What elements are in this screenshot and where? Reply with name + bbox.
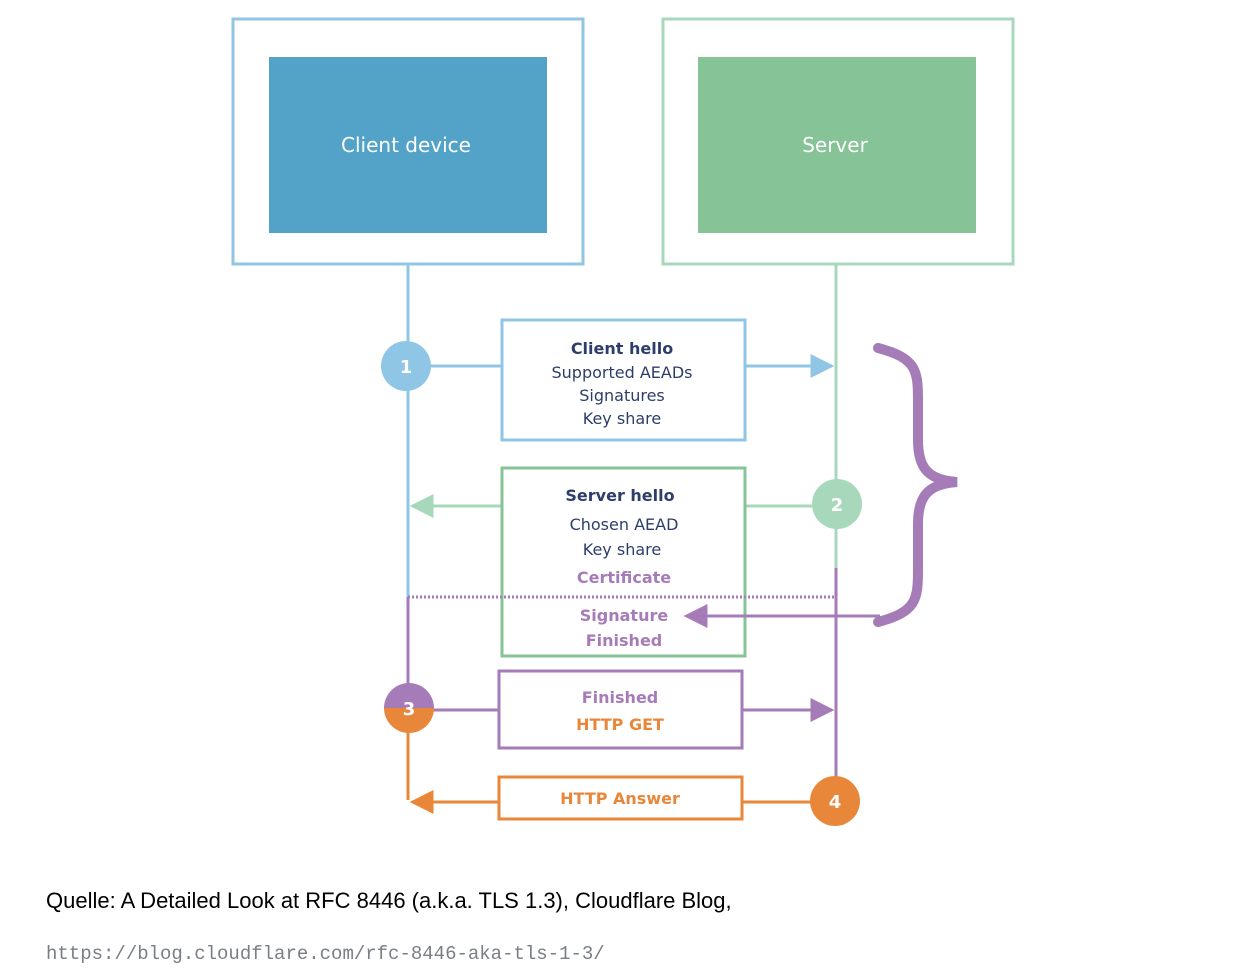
tls-handshake-diagram: Client device Server Client hello Suppor… bbox=[231, 17, 1015, 826]
client-device-box: Client device bbox=[231, 17, 585, 266]
server-hello-title: Server hello bbox=[565, 486, 674, 505]
client-hello-box bbox=[500, 318, 747, 442]
source-url[interactable]: https://blog.cloudflare.com/rfc-8446-aka… bbox=[46, 943, 605, 965]
step-1-label: 1 bbox=[400, 357, 413, 378]
step-4-circle bbox=[810, 776, 860, 826]
certificate-text: Certificate bbox=[577, 568, 671, 587]
client-finished-box bbox=[497, 669, 744, 750]
client-hello-title: Client hello bbox=[571, 339, 673, 358]
server-label: Server bbox=[802, 133, 868, 157]
server-box: Server bbox=[661, 17, 1015, 266]
client-device-label: Client device bbox=[341, 133, 471, 157]
step-2-circle bbox=[812, 479, 862, 529]
chosen-aead-text: Chosen AEAD bbox=[570, 515, 679, 534]
step-3-circle bbox=[384, 683, 434, 733]
handshake-brace bbox=[873, 343, 958, 627]
http-answer-text: HTTP Answer bbox=[560, 789, 680, 808]
supported-aeads-text: Supported AEADs bbox=[552, 363, 693, 382]
client-finished-text: Finished bbox=[582, 688, 659, 707]
step-3-label: 3 bbox=[403, 699, 416, 720]
source-caption: Quelle: A Detailed Look at RFC 8446 (a.k… bbox=[46, 888, 732, 913]
http-answer-box bbox=[497, 775, 744, 821]
signatures-text: Signatures bbox=[579, 386, 665, 405]
client-key-share-text: Key share bbox=[583, 409, 661, 428]
http-get-text: HTTP GET bbox=[576, 715, 664, 734]
step-4-label: 4 bbox=[829, 792, 842, 813]
step-1-circle bbox=[381, 341, 431, 391]
server-finished-text: Finished bbox=[586, 631, 663, 650]
server-key-share-text: Key share bbox=[583, 540, 661, 559]
signature-text: Signature bbox=[580, 606, 669, 625]
step-2-label: 2 bbox=[831, 495, 844, 516]
